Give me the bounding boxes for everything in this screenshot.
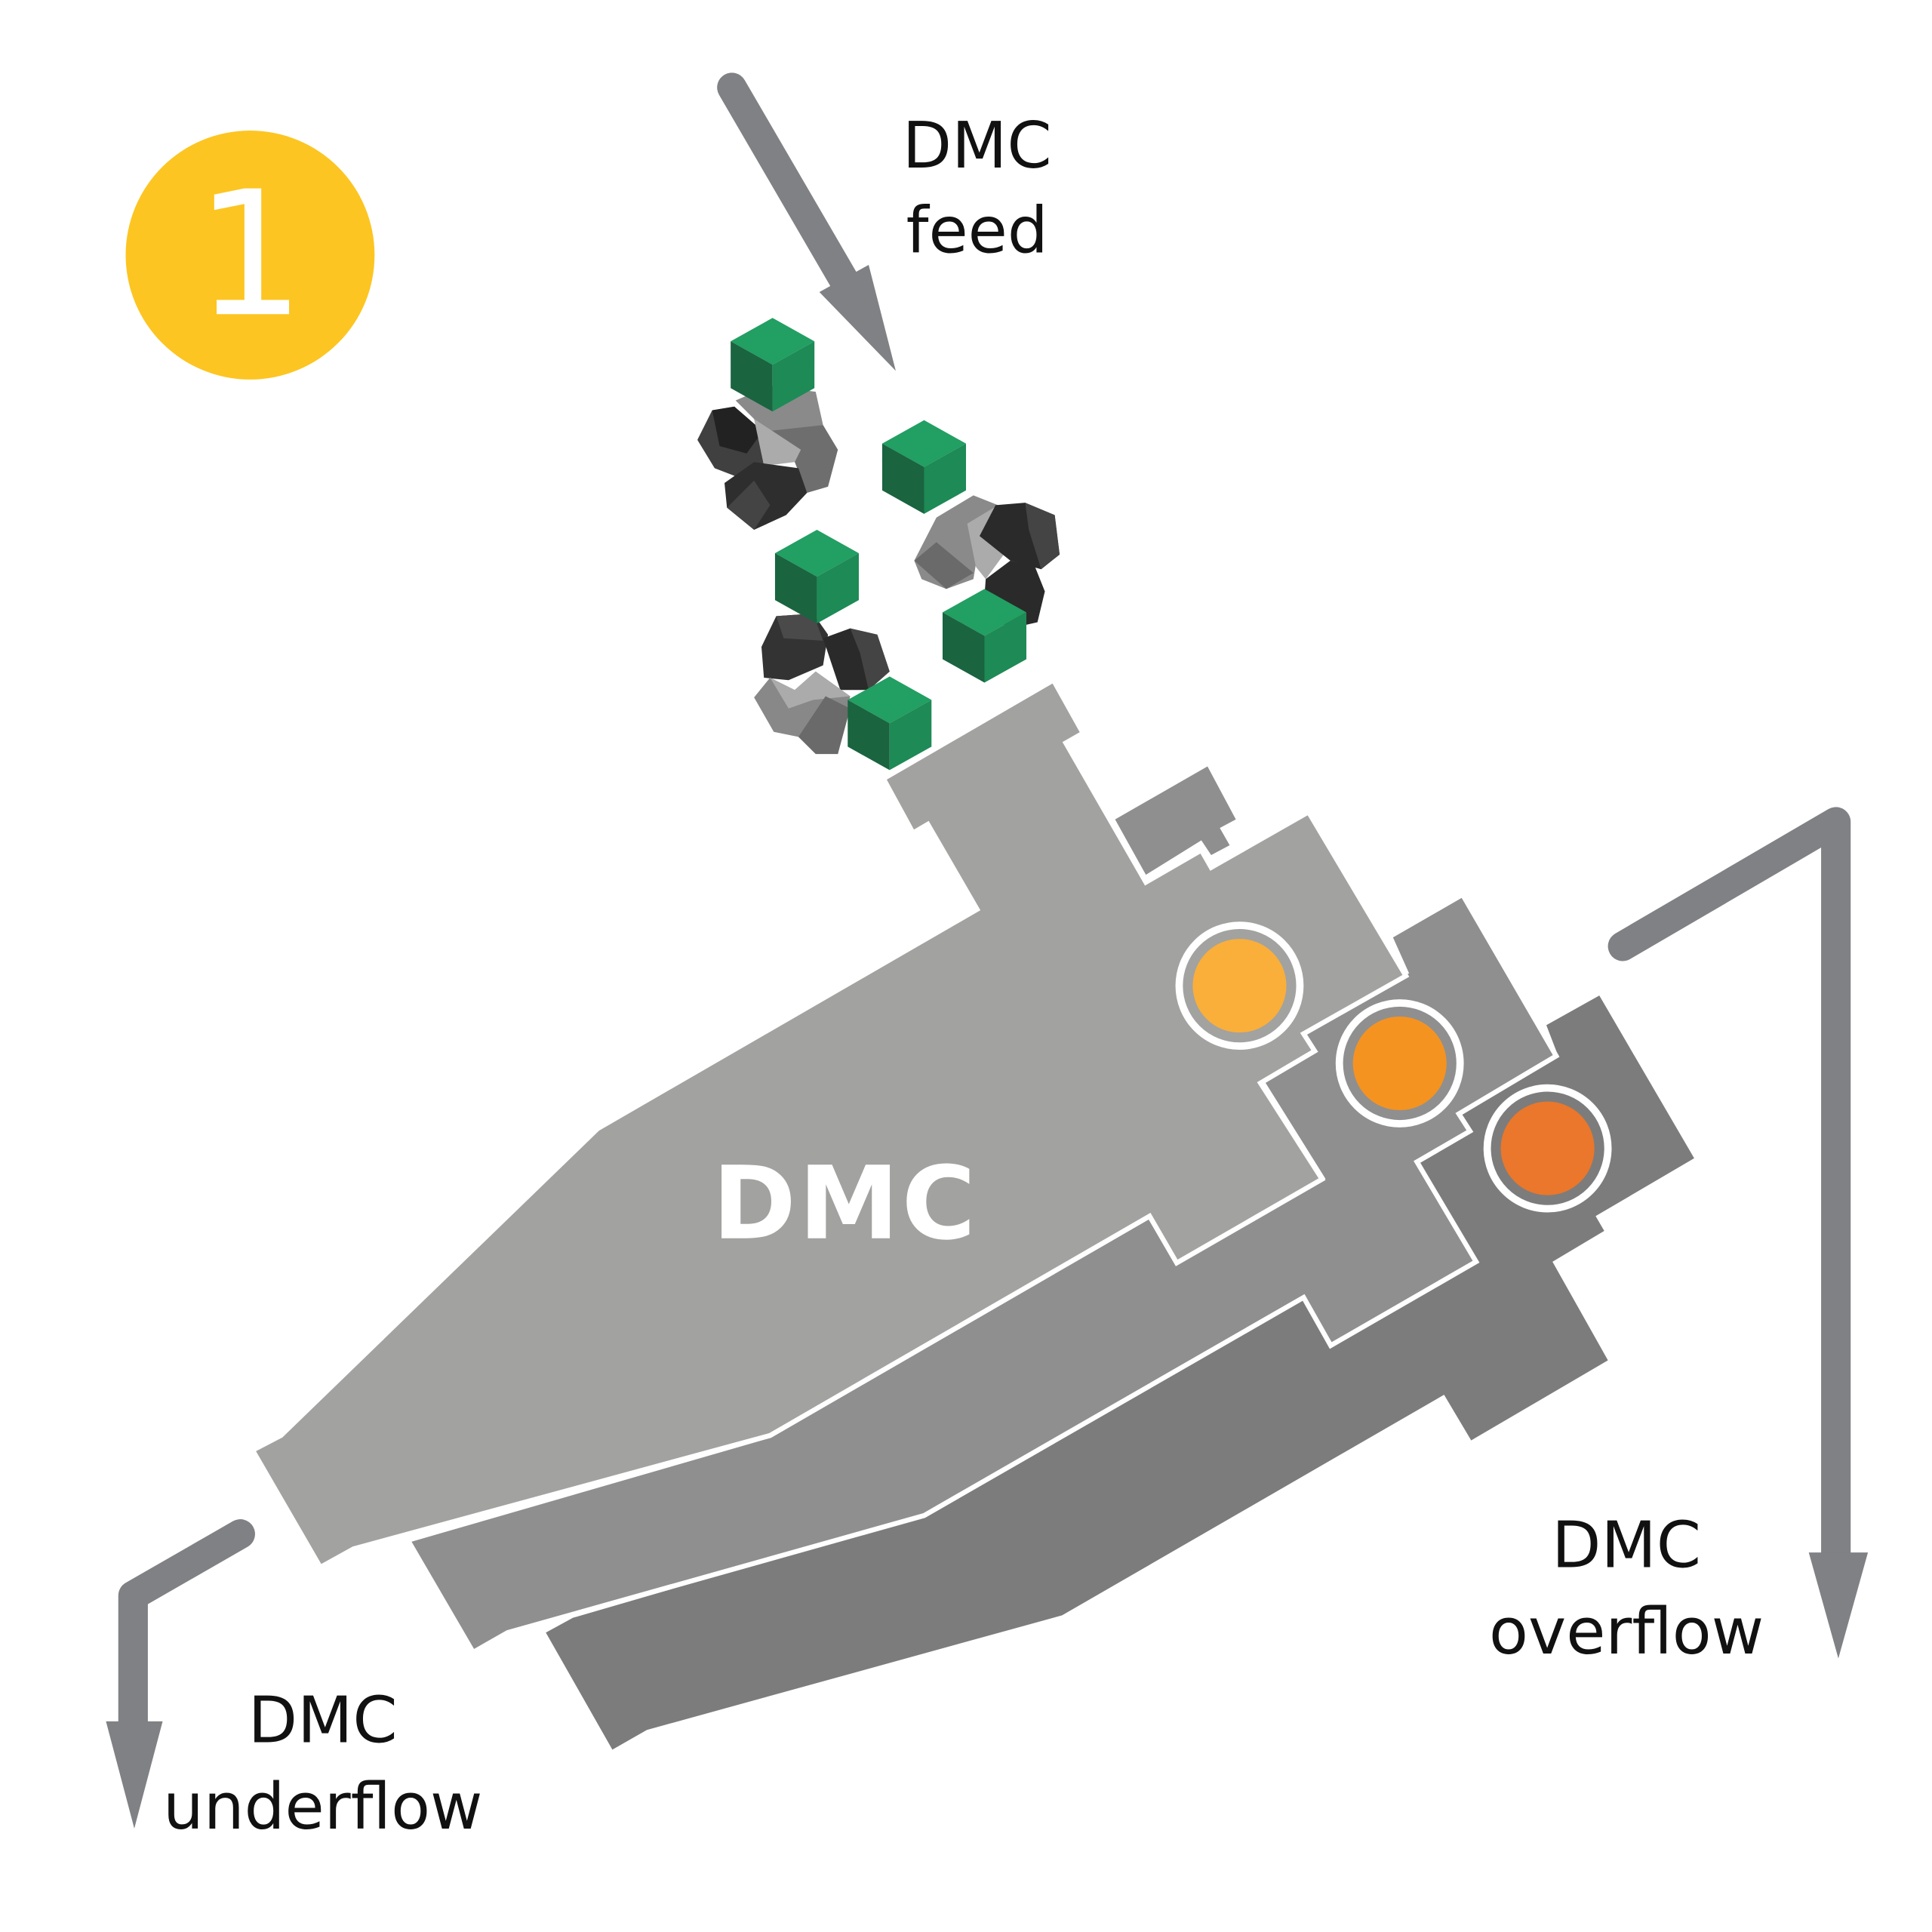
underflow-label-line2: underflow <box>163 1770 482 1844</box>
cube-left-face <box>731 341 773 412</box>
coal-rock-cluster-2 <box>914 495 1060 629</box>
feed-label-line2: feed <box>906 194 1048 269</box>
dmc-feed-nozzle <box>1115 766 1236 875</box>
cube-left-face <box>881 443 924 514</box>
cube-right-face <box>889 700 932 771</box>
step-badge-circle <box>125 131 375 380</box>
dmc-body-back <box>546 995 1694 1750</box>
cube-left-face <box>848 700 890 771</box>
indicator-light-3 <box>1483 1084 1612 1213</box>
cube-left-face <box>774 553 817 624</box>
underflow-label-line1: DMC <box>248 1684 398 1758</box>
cube-right-face <box>984 612 1026 683</box>
product-cube-1 <box>731 318 815 412</box>
dmc-body-front <box>249 676 1410 1571</box>
cube-right-face <box>772 341 815 412</box>
feed-label-line1: DMC <box>903 109 1052 183</box>
underflow-arrow-icon <box>106 1519 255 1829</box>
product-cube-3 <box>774 530 859 624</box>
overflow-label-line2: overflow <box>1489 1595 1764 1669</box>
step-badge-number: 1 <box>195 154 305 355</box>
feed-arrow-icon <box>717 72 896 371</box>
coal-rock-cluster-3 <box>754 614 890 755</box>
cube-right-face <box>817 553 859 624</box>
dmc-unit-label: DMC <box>712 1145 978 1263</box>
step-badge: 1 <box>125 131 375 380</box>
cube-right-face <box>924 443 966 514</box>
indicator-light-1 <box>1175 921 1304 1051</box>
product-cube-2 <box>881 420 966 514</box>
overflow-label-line1: DMC <box>1552 1509 1701 1583</box>
coal-rock-cluster-1 <box>697 386 838 531</box>
product-cube-5 <box>848 676 932 771</box>
indicator-light-2 <box>1335 999 1464 1128</box>
cube-left-face <box>942 612 985 683</box>
overflow-arrow-icon <box>1607 807 1869 1659</box>
